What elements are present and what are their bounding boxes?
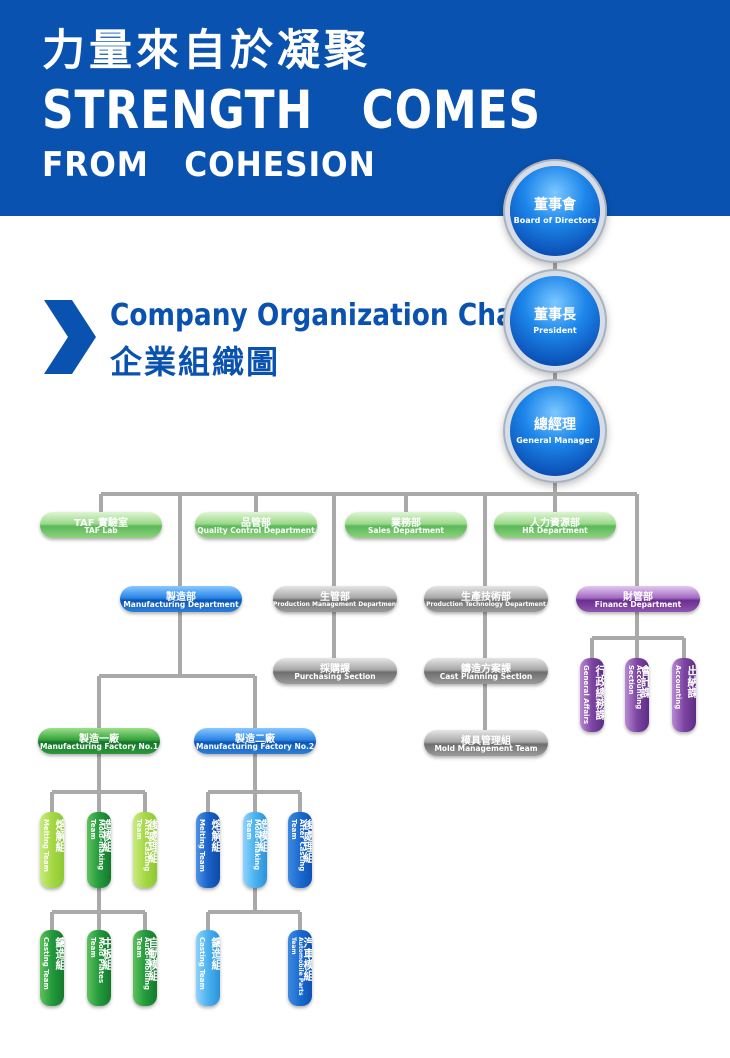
header-title-en-line2: FROM COHESION	[42, 145, 376, 185]
node-label-zh: 董事長	[534, 307, 576, 323]
node-label-zh: 汽車模組	[302, 937, 312, 981]
node-label-zh: 製造部	[166, 592, 196, 603]
node-label-en: Melting Team	[198, 819, 206, 872]
node-label-zh: 會計課	[639, 665, 649, 698]
node-label-en: Finance Department	[594, 600, 682, 609]
node-label-zh: 鑄造方案課	[461, 664, 511, 675]
node-label-zh: 生管部	[320, 592, 350, 603]
node-taf-lab: TAF 實驗室 TAF Lab	[40, 512, 162, 538]
chart-title-en: Company Organization Chart	[110, 298, 540, 333]
node-label-en: Melting Team	[42, 819, 50, 872]
node-label-zh: 生產技術部	[461, 592, 511, 603]
node-board-of-directors: 董事會 Board of Directors	[510, 166, 600, 256]
node-label-zh: 鑄造組	[210, 937, 220, 970]
header-banner	[0, 0, 730, 216]
node-sales: 業務部 Sales Department	[345, 512, 467, 538]
node-label-zh: 財管部	[623, 592, 653, 603]
node-label-zh: 熔解組	[210, 819, 220, 852]
node-manufacturing-department: 製造部 Manufacturing Department	[120, 586, 242, 612]
node-label-en: After Casting Team	[290, 819, 306, 872]
node-label-en: Mold Plates Team	[89, 937, 105, 984]
node-label-en: General Manager	[516, 436, 594, 445]
node-label-en: Production Management Department	[273, 601, 397, 608]
node-mold-management-team: 模具管理組 Mold Management Team	[424, 730, 548, 756]
node-label-en: TAF Lab	[84, 526, 118, 535]
node-label-zh: 製造一廠	[79, 734, 119, 745]
node-quality-control: 品管部 Quality Control Department	[195, 512, 317, 538]
node-label-en: General Affairs	[582, 665, 590, 725]
node-label-en: Manufacturing Department	[123, 600, 239, 609]
node-label-en: Mold Management Team	[434, 744, 538, 753]
node-label-en: President	[533, 326, 577, 335]
node-f1-after-casting-team: 後處理組 After Casting Team	[133, 812, 157, 888]
node-f1-mold-plates-team: 中板組 Mold Plates Team	[87, 930, 111, 1006]
node-label-en: Production Technology Department	[426, 601, 546, 608]
node-factory-2: 製造二廠 Manufacturing Factory No.2	[194, 728, 316, 754]
node-label-zh: 模具管理組	[461, 736, 511, 747]
node-label-en: Sales Department	[367, 526, 445, 535]
node-label-en: Casting Team	[198, 937, 206, 990]
node-general-affairs: 行政總務課 General Affairs	[580, 658, 604, 732]
node-label-zh: TAF 實驗室	[73, 518, 129, 529]
double-chevron-right-icon	[44, 300, 96, 374]
node-label-zh: 出納課	[686, 665, 696, 698]
node-label-zh: 董事會	[534, 197, 576, 213]
node-label-en: HR Department	[522, 526, 588, 535]
node-label-zh: 製造二廠	[235, 734, 275, 745]
node-production-technology: 生產技術部 Production Technology Department	[424, 586, 548, 612]
node-cast-planning-section: 鑄造方案課 Cast Planning Section	[424, 658, 548, 684]
node-accounting-section: 會計課 Accounting Section	[625, 658, 649, 732]
node-label-zh: 採購課	[320, 664, 350, 675]
node-label-zh: 業務部	[391, 518, 421, 529]
node-label-en: Board of Directors	[513, 216, 597, 225]
node-f1-casting-team: 鑄造組 Casting Team	[40, 930, 64, 1006]
node-label-en: Cast Planning Section	[439, 672, 533, 681]
node-label-zh: 造模組	[257, 819, 267, 852]
node-label-zh: 自動模組	[147, 937, 157, 981]
node-hr: 人力資源部 HR Department	[494, 512, 616, 538]
node-label-en: Automobile Parts Team	[290, 937, 304, 996]
node-label-en: After Casting Team	[135, 819, 151, 872]
node-label-en: Accounting Section	[627, 665, 643, 710]
header-title-en-line1: STRENGTH COMES	[42, 80, 541, 141]
header-title-zh: 力量來自於凝聚	[42, 26, 371, 76]
node-cashier-accounting: 出納課 Accounting	[672, 658, 696, 732]
node-f2-melting-team: 熔解組 Melting Team	[196, 812, 220, 888]
node-president: 董事長 President	[510, 276, 600, 366]
node-factory-1: 製造一廠 Manufacturing Factory No.1	[38, 728, 160, 754]
node-f2-after-casting-team: 後處理組 After Casting Team	[288, 812, 312, 888]
node-label-en: Mold-making Team	[245, 819, 261, 871]
node-label-en: Casting Team	[42, 937, 50, 990]
node-label-en: Purchasing Section	[294, 672, 376, 681]
node-label-zh: 中板組	[101, 937, 111, 970]
node-production-management: 生管部 Production Management Department	[273, 586, 397, 612]
node-label-en: Mold-making Team	[89, 819, 105, 871]
node-label-zh: 造模組	[101, 819, 111, 852]
node-purchasing-section: 採購課 Purchasing Section	[273, 658, 397, 684]
node-label-en: Manufacturing Factory No.1	[39, 742, 159, 751]
node-f1-mold-making-team: 造模組 Mold-making Team	[87, 812, 111, 888]
node-label-zh: 品管部	[241, 518, 271, 529]
node-label-zh: 總經理	[534, 417, 576, 433]
node-label-zh: 行政總務課	[594, 665, 604, 720]
node-f2-automobile-parts-team: 汽車模組 Automobile Parts Team	[288, 930, 312, 1006]
node-label-zh: 人力資源部	[530, 518, 580, 529]
chart-title-zh: 企業組織圖	[110, 343, 281, 381]
node-label-zh: 鑄造組	[54, 937, 64, 970]
node-label-zh: 後處理組	[147, 819, 157, 863]
node-f1-melting-team: 熔解組 Melting Team	[40, 812, 64, 888]
node-label-en: Manufacturing Factory No.2	[195, 742, 315, 751]
node-f1-auto-molding-team: 自動模組 Auto-Molding Team	[133, 930, 157, 1006]
node-label-zh: 後處理組	[302, 819, 312, 863]
node-label-en: Quality Control Department	[197, 526, 315, 535]
node-label-en: Accounting	[674, 665, 682, 710]
node-general-manager: 總經理 General Manager	[510, 386, 600, 476]
node-label-en: Auto-Molding Team	[135, 937, 151, 991]
node-f2-mold-making-team: 造模組 Mold-making Team	[243, 812, 267, 888]
node-label-zh: 熔解組	[54, 819, 64, 852]
node-f2-casting-team: 鑄造組 Casting Team	[196, 930, 220, 1006]
node-finance-department: 財管部 Finance Department	[576, 586, 700, 612]
